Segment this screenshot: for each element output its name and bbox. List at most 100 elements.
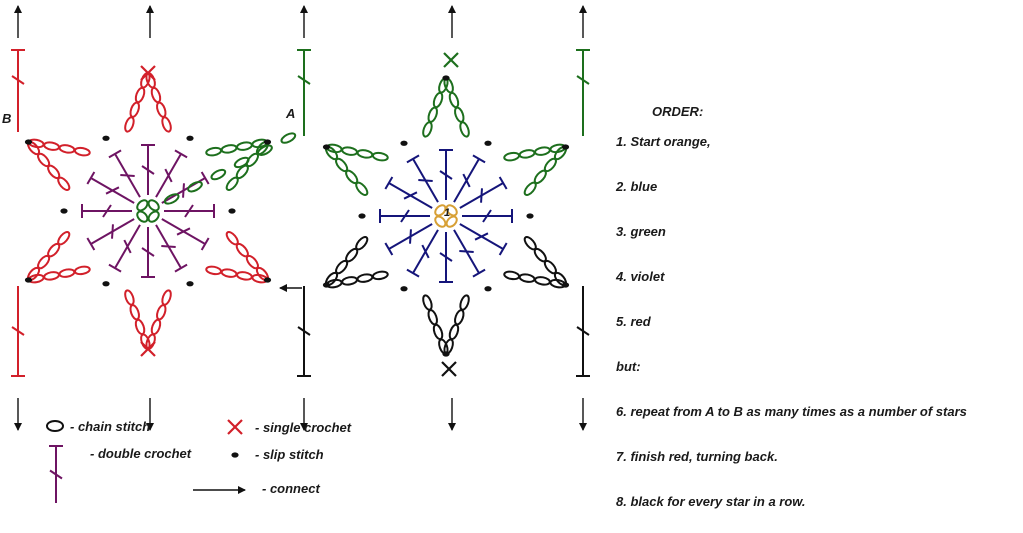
slip-stitch — [484, 286, 492, 292]
double-crochet-tick — [409, 229, 412, 244]
slip-stitch — [186, 281, 194, 287]
double-crochet-tick — [111, 224, 114, 239]
double-crochet-tick — [11, 326, 25, 336]
chain-stitch — [225, 176, 239, 191]
slip-stitch — [186, 135, 194, 141]
legend-slip-label: - slip stitch — [255, 447, 324, 462]
slip-stitch — [263, 277, 272, 283]
chain-stitch — [454, 106, 465, 123]
double-crochet-tick — [102, 204, 112, 218]
legend-double-label: - double crochet — [90, 446, 192, 461]
slip-stitch — [561, 144, 570, 150]
double-crochet-tick — [161, 245, 176, 248]
double-crochet-tick — [123, 239, 132, 254]
double-crochet-top — [384, 242, 394, 256]
double-crochet-tick — [421, 244, 430, 259]
chain-stitch — [356, 273, 374, 283]
legend — [46, 419, 246, 503]
point-a-label: A — [285, 106, 295, 121]
slip-stitch — [24, 277, 33, 283]
chain-stitch — [459, 294, 470, 311]
double-crochet-top — [86, 237, 96, 251]
star-left — [24, 65, 297, 357]
single-crochet — [140, 65, 156, 81]
slip-stitch — [263, 139, 272, 145]
single-crochet — [441, 361, 457, 377]
chain-stitch — [136, 210, 149, 223]
double-crochet-top — [108, 263, 122, 273]
slip-stitch — [484, 140, 492, 146]
chain-stitch — [58, 268, 76, 278]
slip-stitch — [231, 452, 239, 458]
chain-stitch — [156, 304, 167, 321]
double-crochet-tick — [576, 75, 590, 85]
double-crochet-tick — [184, 204, 194, 218]
chain-stitch — [134, 318, 146, 336]
double-crochet-tick — [141, 165, 155, 175]
chain-stitch — [434, 215, 447, 228]
order-step: 7. finish red, turning back. — [616, 449, 778, 464]
slip-stitch — [60, 208, 68, 214]
double-crochet-tick — [576, 326, 590, 336]
chain-stitch — [161, 289, 172, 306]
double-crochet-tick — [11, 75, 25, 85]
single-crochet — [227, 419, 243, 435]
chain-stitch — [427, 309, 438, 326]
chain-stitch — [187, 181, 203, 193]
double-crochet-top — [472, 268, 486, 278]
double-crochet-top — [200, 237, 210, 251]
chain-stitch — [432, 91, 444, 109]
chain-stitch — [163, 193, 180, 205]
chain-stitch — [236, 271, 253, 281]
double-crochet-tick — [439, 252, 453, 262]
chain-stitch — [432, 323, 444, 341]
order-step: 5. red — [616, 314, 651, 329]
chain-stitch — [257, 144, 273, 156]
order-step: but: — [616, 359, 641, 374]
double-crochet-tick — [439, 170, 453, 180]
chain-stitch — [150, 318, 162, 336]
chain-stitch — [46, 420, 64, 432]
double-crochet-tick — [474, 232, 489, 241]
chain-stitch — [371, 270, 389, 281]
single-crochet — [443, 52, 459, 68]
chain-stitch — [156, 101, 167, 118]
legend-single-label: - single crochet — [255, 420, 352, 435]
chain-stitch — [434, 204, 447, 217]
slip-stitch — [322, 144, 331, 150]
chain-stitch — [43, 271, 60, 281]
chain-stitch — [518, 149, 536, 159]
double-crochet-top — [498, 176, 508, 190]
chain-stitch — [503, 270, 521, 281]
chain-stitch — [220, 144, 238, 154]
chain-stitch — [518, 273, 536, 283]
chain-stitch — [422, 294, 433, 311]
chain-stitch — [233, 156, 250, 169]
slip-stitch — [228, 208, 236, 214]
double-crochet-tick — [459, 250, 474, 253]
single-crochet — [140, 341, 156, 357]
slip-stitch — [400, 140, 408, 146]
chain-stitch — [503, 151, 521, 162]
double-crochet-tick — [176, 227, 191, 236]
order-step: 8. black for every star in a row. — [616, 494, 806, 509]
double-crochet-tick — [49, 469, 63, 480]
double-crochet-tick — [105, 186, 120, 195]
chain-stitch — [147, 210, 160, 223]
double-crochet-tick — [480, 188, 483, 203]
chain-stitch — [124, 116, 135, 133]
slip-stitch — [358, 213, 366, 219]
chain-stitch — [124, 289, 135, 306]
chain-stitch — [448, 91, 460, 109]
chain-stitch — [161, 116, 172, 133]
slip-stitch — [322, 282, 331, 288]
chain-stitch — [422, 121, 433, 138]
order-step: 6. repeat from A to B as many times as a… — [616, 404, 967, 419]
chain-stitch — [459, 121, 470, 138]
double-crochet-tick — [141, 247, 155, 257]
slip-stitch — [561, 282, 570, 288]
chain-stitch — [58, 144, 76, 154]
chain-stitch — [136, 199, 149, 212]
chain-stitch — [57, 231, 71, 246]
chain-stitch — [73, 265, 91, 276]
